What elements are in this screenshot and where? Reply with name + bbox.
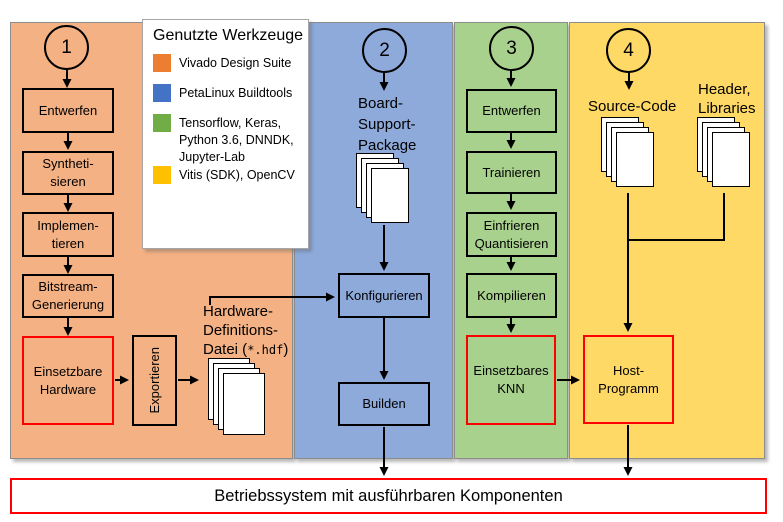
betriebssystem-result-label: Betriebssystem mit ausführbaren Komponen… [214,486,563,505]
step-number-4: 4 [623,39,634,61]
box-bitstream-generierung: Bitstream- Generierung [22,274,114,318]
box-kompilieren: Kompilieren [466,273,557,318]
box-einsetzbare-hardware-line2: Hardware [39,381,97,397]
vitis-color-swatch [153,166,171,184]
header-label-line1: Header, [698,81,751,98]
document-page-icon [223,373,265,435]
legend-item-petalinux: PetaLinux Buildtools [179,86,293,100]
box-einsetzbare-hardware-line1: Einsetzbare [33,363,103,379]
box-konfigurieren-label: Konfigurieren [345,287,423,303]
box-entwerfen-knn-label: Entwerfen [482,103,541,118]
step-circle-3: 3 [489,26,534,71]
box-trainieren: Trainieren [466,151,557,194]
box-builden: Builden [338,382,430,426]
step-circle-2: 2 [362,28,407,73]
hdf-label-extension: *.hdf [247,343,284,357]
box-bitstream-line2: Generierung [31,297,105,312]
legend-item-tensorflow-line1: Tensorflow, Keras, [179,116,282,130]
box-synthetisieren: Syntheti- sieren [22,151,114,195]
box-synthetisieren-line2: sieren [50,174,86,189]
box-konfigurieren: Konfigurieren [338,273,430,318]
source-code-label: Source-Code [588,98,677,115]
box-host-programm: Host- Programm [583,335,674,424]
document-page-icon [616,132,654,187]
bsp-label-line2: Support- [358,116,416,133]
box-bitstream-line1: Bitstream- [38,279,98,294]
box-einfrieren-line2: Quantisieren [474,235,549,251]
box-trainieren-label: Trainieren [482,164,541,180]
bsp-label-line3: Package [358,137,417,154]
legend-item-tensorflow-line2: Python 3.6, DNNDK, [179,133,294,147]
box-exportieren: Exportieren [132,335,177,426]
box-host-programm-line2: Programm [598,380,659,396]
step-circle-4: 4 [606,28,651,73]
step-number-3: 3 [506,37,517,59]
box-einsetzbares-knn: Einsetzbares KNN [466,335,556,425]
box-einsetzbares-knn-line1: Einsetzbares [473,363,549,378]
step-number-1: 1 [61,36,72,58]
legend-title: Genutzte Werkzeuge [153,27,304,44]
box-einfrieren-line1: Einfrieren [483,217,540,233]
box-builden-label: Builden [362,396,406,411]
step-circle-1: 1 [44,25,89,70]
hdf-label-line2: Definitions- [203,322,279,339]
step-number-2: 2 [379,39,390,61]
legend-item-tensorflow: Tensorflow, Keras, Python 3.6, DNNDK, Ju… [179,115,294,166]
document-page-icon [712,132,750,187]
hdf-label-line1: Hardware- [203,303,274,320]
legend-item-vitis: Vitis (SDK), OpenCV [179,168,295,182]
hdf-label-paren: ) [283,341,289,358]
header-libraries-label: Header, Libraries [698,81,756,118]
box-einsetzbares-knn-line2: KNN [497,381,525,396]
box-implementieren-line1: Implemen- [37,217,99,233]
box-exportieren-label: Exportieren [146,347,162,414]
bsp-label: Board- Support- Package [358,93,416,156]
hdf-file-label: Hardware- Definitions- Datei (*.hdf) [203,302,288,360]
box-host-programm-line1: Host- [612,362,645,378]
document-page-icon [371,168,409,223]
box-implementieren-line2: tieren [51,235,85,251]
box-implementieren: Implemen- tieren [22,212,114,257]
box-synthetisieren-line1: Syntheti- [42,156,94,171]
betriebssystem-result-box: Betriebssystem mit ausführbaren Komponen… [10,478,767,514]
vivado-color-swatch [153,54,171,72]
box-einfrieren-quantisieren: Einfrieren Quantisieren [466,212,557,257]
header-label-line2: Libraries [698,99,756,117]
box-entwerfen-hw: Entwerfen [22,88,114,133]
petalinux-color-swatch [153,84,171,102]
legend-item-vivado: Vivado Design Suite [179,56,292,70]
hdf-label-line3: Datei (*.hdf) [203,340,288,360]
box-entwerfen-knn: Entwerfen [466,89,557,133]
tensorflow-color-swatch [153,114,171,132]
hdf-label-datei: Datei ( [203,341,248,358]
legend: Genutzte Werkzeuge Vivado Design Suite P… [142,19,309,249]
box-kompilieren-label: Kompilieren [477,287,546,303]
box-einsetzbare-hardware: Einsetzbare Hardware [22,336,114,425]
bsp-label-line1: Board- [358,95,404,112]
box-entwerfen-hw-label: Entwerfen [38,102,98,118]
legend-item-tensorflow-line3: Jupyter-Lab [179,150,246,164]
